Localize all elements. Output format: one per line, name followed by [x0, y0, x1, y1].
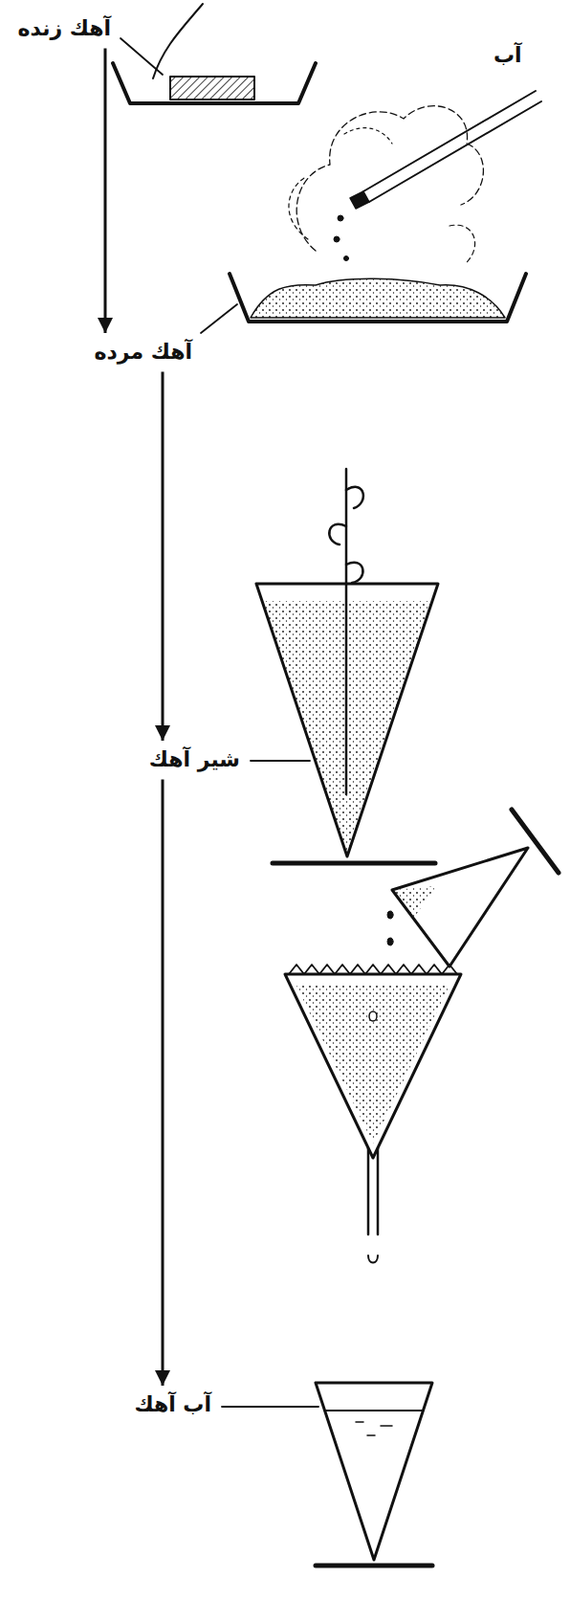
liquid-surface	[325, 1408, 423, 1411]
flow-arrow	[161, 779, 165, 1385]
water-pipe	[363, 90, 536, 192]
liquid-drop	[369, 1010, 377, 1021]
tongs-wire	[153, 3, 203, 79]
water-pipe	[369, 101, 542, 202]
stage-label: شیر آهك	[145, 744, 244, 776]
part-label: آب	[489, 40, 527, 72]
rod-curl	[328, 524, 347, 545]
leader-line	[221, 1404, 319, 1407]
funnel-stem	[376, 1147, 380, 1234]
pouring-glass	[392, 847, 528, 966]
flow-arrow	[161, 372, 165, 741]
funnel	[285, 973, 461, 1158]
filter-residue	[296, 985, 450, 1143]
filter-paper	[288, 964, 458, 974]
stage-label: آهك مرده	[89, 336, 197, 369]
water-drop	[333, 236, 340, 242]
funnel-stem	[367, 1147, 371, 1234]
steam-cloud	[288, 177, 308, 240]
dish	[112, 63, 316, 104]
steam-cloud	[344, 128, 393, 144]
stirring-rod	[345, 468, 349, 794]
pipe-end	[350, 191, 370, 209]
liquid-drop	[387, 910, 394, 919]
conical-glass	[315, 1381, 433, 1559]
rod-curl	[346, 562, 363, 583]
stage-label: آب آهك	[130, 1388, 216, 1421]
liquid-drop	[387, 937, 394, 945]
glass-base	[315, 1562, 433, 1568]
quicklime-block	[170, 76, 255, 100]
liquid-drop	[368, 1254, 378, 1263]
glass-base	[272, 860, 436, 866]
stage-name: آهك مرده	[93, 338, 193, 367]
water-drop	[337, 215, 344, 221]
slaked-lime-heap	[250, 278, 505, 318]
stage-name: آب آهك	[133, 1390, 212, 1419]
stage-label: آهك زنده	[13, 13, 115, 45]
steam-cloud	[296, 106, 483, 251]
leader-line	[250, 759, 310, 762]
dish	[229, 273, 527, 322]
milk-of-lime	[392, 885, 437, 919]
water-drop	[344, 256, 350, 262]
leader-line	[200, 304, 238, 333]
rod-curl	[346, 486, 364, 508]
stage-name: آهك زنده	[17, 15, 111, 44]
leader-line	[120, 38, 163, 75]
steam-cloud	[449, 224, 476, 264]
liquid-surface	[355, 1421, 393, 1435]
flow-arrow	[104, 48, 108, 333]
stage-name: شیر آهك	[149, 745, 241, 774]
glass-base	[511, 809, 559, 873]
